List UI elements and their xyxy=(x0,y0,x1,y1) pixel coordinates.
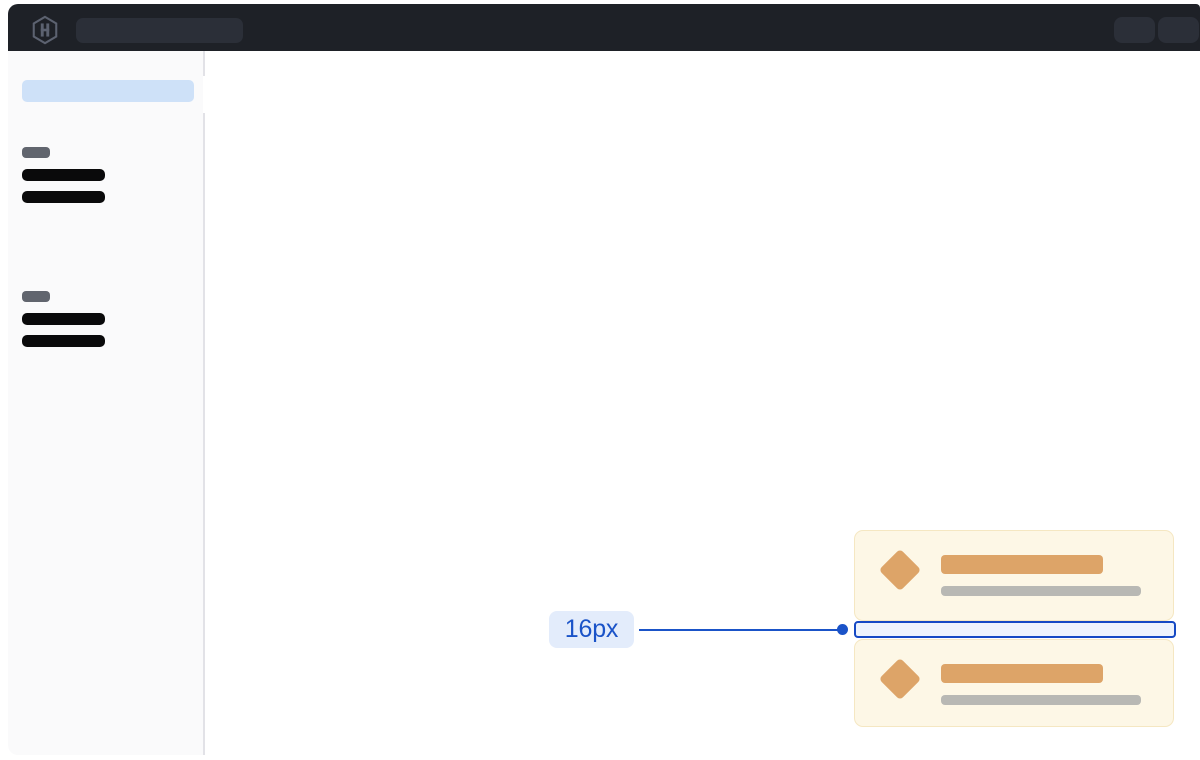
measurement-value-text: 16px xyxy=(564,615,619,643)
topbar-action-1[interactable] xyxy=(1114,17,1155,43)
skeleton-card-1[interactable] xyxy=(854,530,1174,621)
sidebar-item-active[interactable] xyxy=(22,80,194,102)
skeleton-card-2[interactable] xyxy=(854,639,1174,727)
card-subtitle xyxy=(941,586,1141,596)
sidebar-group-label xyxy=(22,147,50,158)
sidebar-item-1[interactable] xyxy=(22,169,105,181)
sidebar-group-2 xyxy=(22,291,194,347)
card-subtitle xyxy=(941,695,1141,705)
card-title xyxy=(941,664,1103,683)
sidebar xyxy=(8,51,203,755)
sidebar-group-label xyxy=(22,291,50,302)
body-region xyxy=(8,51,1200,755)
sidebar-group-1 xyxy=(22,147,194,203)
gap-highlight-region xyxy=(854,621,1176,638)
diamond-icon xyxy=(878,657,922,701)
topbar-action-2[interactable] xyxy=(1158,17,1199,43)
search-input[interactable] xyxy=(76,18,243,43)
measurement-leader-line xyxy=(639,629,844,631)
measurement-endpoint-dot xyxy=(837,624,848,635)
hashicorp-hexagon-logo-icon[interactable] xyxy=(30,15,60,45)
sidebar-item-3[interactable] xyxy=(22,313,105,325)
sidebar-divider xyxy=(203,51,205,755)
sidebar-item-2[interactable] xyxy=(22,191,105,203)
card-title xyxy=(941,555,1103,574)
sidebar-item-4[interactable] xyxy=(22,335,105,347)
measurement-label-badge: 16px xyxy=(549,611,634,648)
top-navigation-bar xyxy=(8,4,1200,51)
diamond-icon xyxy=(878,548,922,592)
